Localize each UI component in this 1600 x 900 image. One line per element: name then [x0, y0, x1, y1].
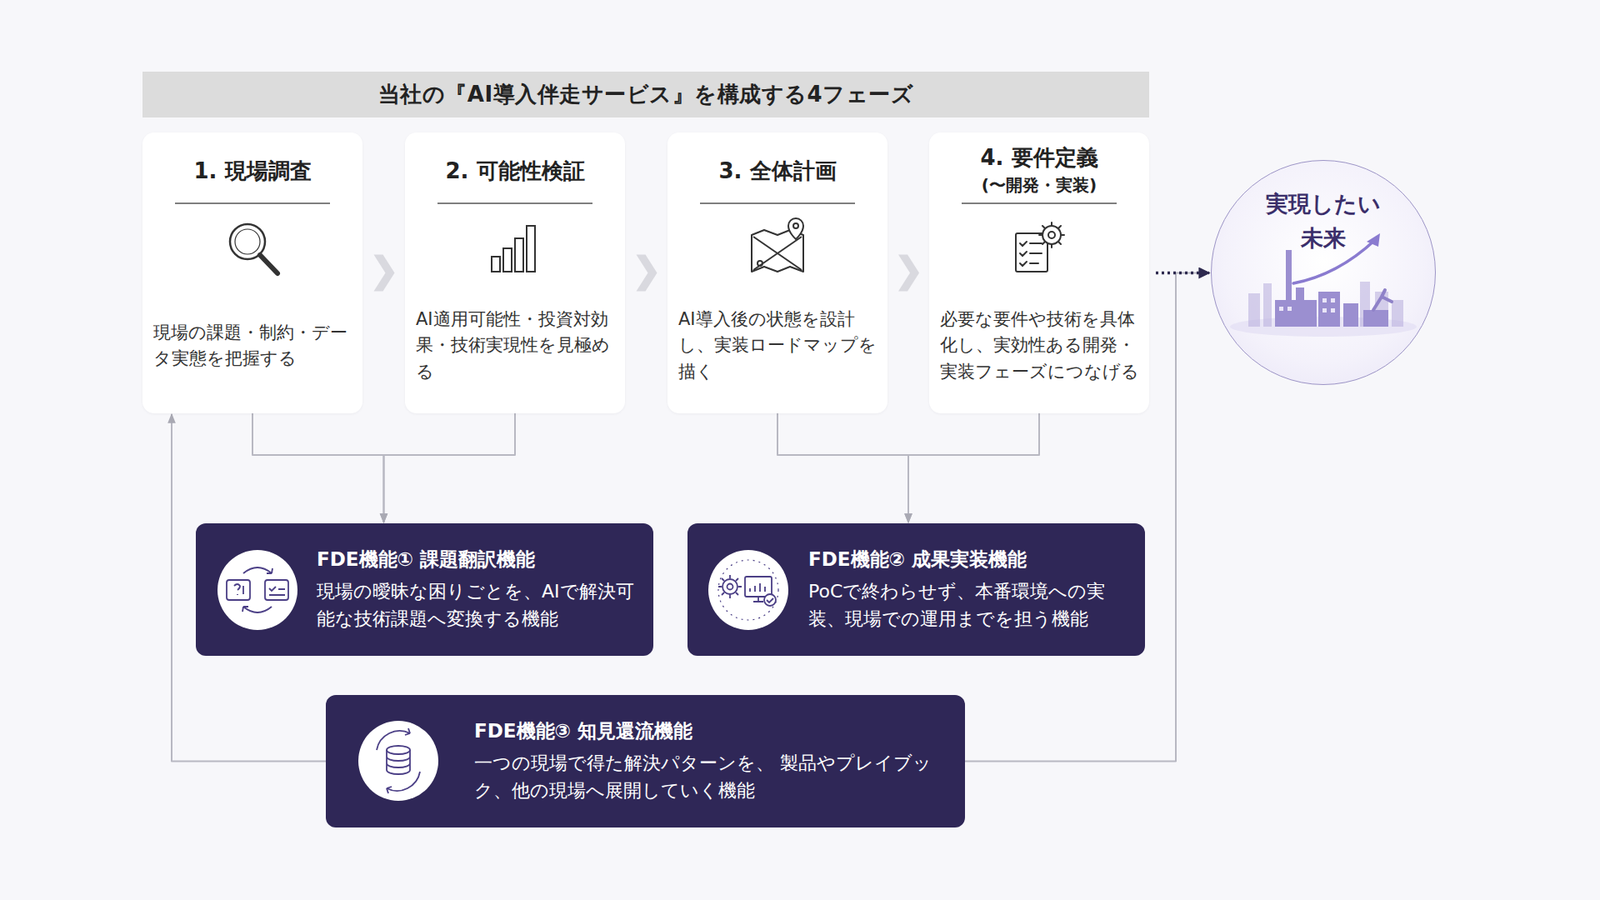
phase-card: 1. 現場調査現場の課題・制約・データ実態を把握する [142, 132, 363, 414]
flow-connector [777, 413, 909, 523]
diagram-title: 当社の『AI導入伴走サービス』を構成する4フェーズ [378, 80, 914, 110]
phase-dividers [175, 202, 1117, 205]
phase-card: 4. 要件定義(〜開発・実装) 必要な要件や技術を具体化し、実効性ある開発・実装フ… [929, 132, 1150, 414]
bar-chart-icon [491, 225, 535, 272]
phase-heading: 2. 可能性検証 [411, 157, 619, 186]
title-band: 当社の『AI導入伴走サービス』を構成する4フェーズ [142, 71, 1150, 118]
fde-body: PoCで終わらせず、本番環境への実装、現場での運用までを担う機能 [808, 577, 1132, 633]
dotted-arrow [1155, 271, 1210, 275]
fde-box: FDE機能① 課題翻訳機能現場の曖昧な困りごとを、AIで解決可能な技術課題へ変換… [195, 523, 654, 656]
phase-body: 現場の課題・制約・データ実態を把握する [153, 290, 354, 401]
phase-body: AI適用可能性・投資対効果・技術実現性を見極める [415, 290, 616, 401]
map-icon [751, 218, 804, 272]
fde-heading: FDE機能③ 知見還流機能 [474, 718, 949, 745]
fde-heading: FDE機能① 課題翻訳機能 [316, 546, 640, 573]
flow-connector [384, 413, 516, 523]
future-text: 実現したい 未来 [1256, 187, 1390, 385]
fde-box: FDE機能② 成果実装機能 PoCで終わらせず、本番環境への実装、現場での運用まで… [687, 523, 1145, 656]
fde-box: FDE機能③ 知見還流機能一つの現場で得た解決パターンを、 製品やプレイブック、… [325, 695, 965, 828]
phase-body: AI導入後の状態を設計し、実装ロードマップを描く [678, 290, 879, 401]
phase-heading: 1. 現場調査 [149, 157, 356, 186]
deploy-icon [708, 550, 789, 630]
phase-body: 必要な要件や技術を具体化し、実効性ある開発・実装フェーズにつなげる [940, 290, 1140, 401]
phase-heading: 4. 要件定義 [935, 144, 1143, 173]
translate-icon [217, 550, 298, 630]
magnifier-icon [230, 224, 278, 274]
chevron-arrow [374, 255, 395, 292]
phase-card: 2. 可能性検証 AI適用可能性・投資対効果・技術実現性を見極める [405, 132, 625, 414]
fde-body: 一つの現場で得た解決パターンを、 製品やプレイブック、他の現場へ展開していく機能 [474, 749, 949, 805]
phase-subheading: (〜開発・実装) [935, 174, 1143, 196]
chevron-arrow [898, 255, 920, 292]
fde-body: 現場の曖昧な困りごとを、AIで解決可能な技術課題へ変換する機能 [316, 577, 640, 633]
flow-connector [908, 413, 1040, 523]
future-circle: 実現したい 未来 [1210, 160, 1436, 385]
future-city-illustration [1230, 233, 1417, 337]
phase-heading: 3. 全体計画 [674, 157, 881, 186]
checklist-icon [1015, 222, 1065, 272]
phase-card: 3. 全体計画 AI導入後の状態を設計し、実装ロードマップを描く [667, 132, 888, 414]
chevron-arrow [636, 255, 658, 292]
fde-heading: FDE機能② 成果実装機能 [808, 546, 1132, 573]
database-icon [358, 720, 439, 801]
flow-connector [252, 413, 385, 523]
